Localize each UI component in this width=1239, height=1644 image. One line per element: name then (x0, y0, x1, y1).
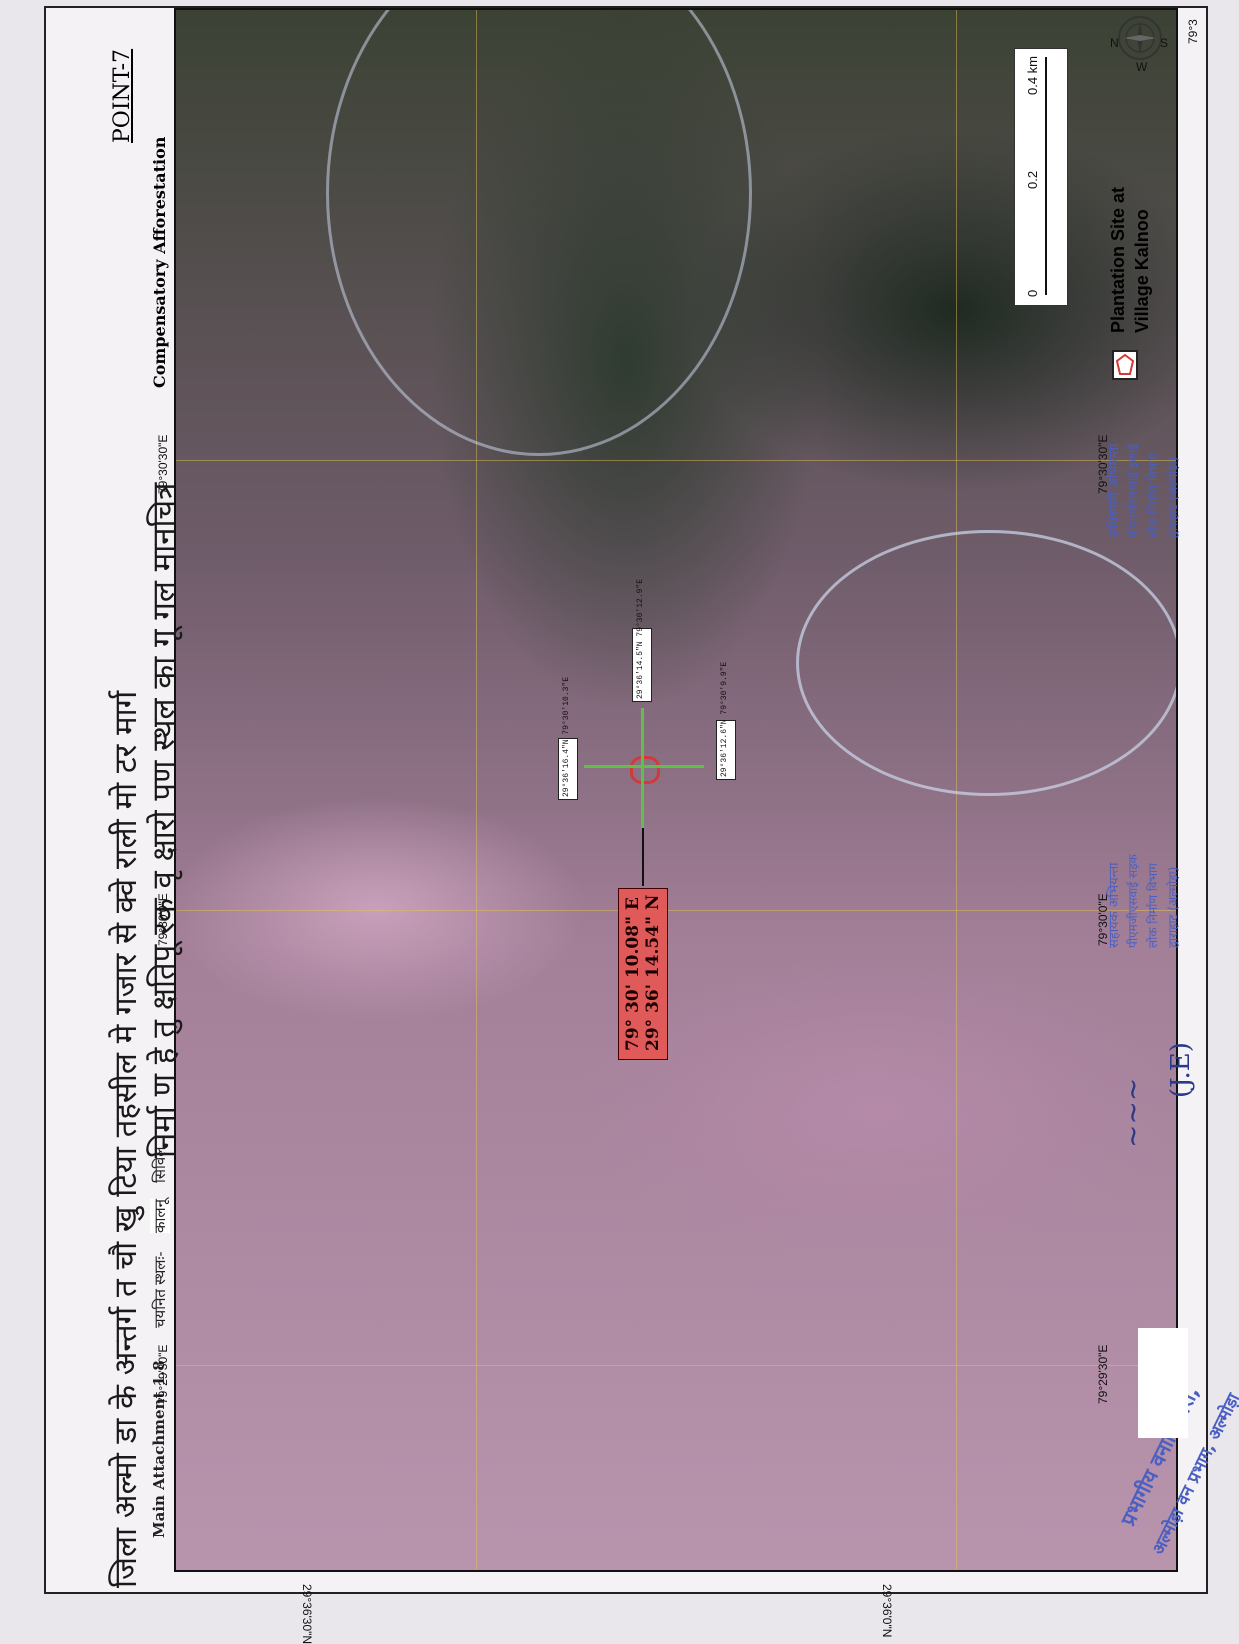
satellite-imagery (174, 8, 1178, 1572)
coordinate-label-box: 79° 30' 10.08" E 29° 36' 14.54" N (618, 888, 668, 1060)
coordinate-lat: 29° 36' 14.54" N (643, 894, 663, 1051)
map-sheet: जिला अल्मो डा के अन्तर्ग त चौ खु टिया तह… (44, 6, 1239, 1644)
lon-tick-top-1: 79°29'30"E (156, 1344, 170, 1404)
gridline-lon-30-0 (176, 910, 1176, 911)
ae-stamp-line-4: द्वाराहाट (अल्मोड़ा) (1166, 866, 1180, 948)
river-upper (326, 10, 752, 456)
ee-stamp-line-3: लोक निर्माण विभाग (1146, 453, 1160, 538)
gridline-lat-36-30 (476, 10, 477, 1570)
scale-line (1045, 57, 1047, 295)
compass-n: N (1110, 36, 1119, 50)
site-marker (630, 756, 660, 784)
compass-s: S (1160, 36, 1169, 50)
lat-tick-1: 29°36'30"N (300, 1584, 314, 1644)
legend-marker (1112, 350, 1138, 380)
ae-stamp-line-2: पीएमजीएसवाई सड़क (1126, 854, 1140, 948)
pin-label-east: 29°36'14.5"N 79°30'12.9"E (632, 579, 652, 702)
ee-stamp-line-2: पीएमजीएसवाई इकाई (1126, 443, 1140, 538)
lon-tick-top-3: 79°30'30"E (156, 434, 170, 494)
ee-stamp-line-4: द्वाराहाट (अल्मोड़ा) (1166, 456, 1180, 538)
pin-label-south: 29°36'12.6"N 79°30'9.9"E (716, 662, 736, 780)
ae-stamp-line-3: लोक निर्माण विभाग (1146, 863, 1160, 948)
scale-tick-04: 0.4 km (1025, 55, 1040, 95)
pin-label-north: 29°36'16.4"N 79°30'10.3"E (558, 677, 578, 800)
ee-stamp-line-1: अधिशासी अभियन्ता (1107, 443, 1122, 538)
ae-stamp-line-1: सहायक अभियन्ता (1107, 862, 1122, 948)
river-lower (796, 530, 1176, 796)
legend-line-1: Plantation Site at (1108, 186, 1128, 333)
compass-w: W (1136, 60, 1148, 74)
site-prefix: चयनित स्थलः- (152, 1251, 169, 1328)
gridline-lon-29-30 (176, 1365, 1176, 1366)
cross-line-v (641, 708, 644, 828)
title-line-2: निर्मा ण हे तु क्षतिपू रक वृ क्षारो पण स… (146, 482, 182, 1158)
je-signature: ~~~ (1116, 1077, 1149, 1148)
scale-tick-02: 0.2 (1025, 170, 1040, 189)
cross-line-h (584, 765, 704, 768)
lon-tick-top-2: 79°30'0"E (156, 893, 170, 946)
site-suffix: सिविल (152, 1146, 169, 1183)
point-label: POINT-7 (110, 48, 135, 143)
scale-tick-0: 0 (1025, 289, 1040, 297)
coordinate-lon: 79° 30' 10.08" E (623, 897, 643, 1051)
scale-bar: 0 0.2 0.4 km (1014, 48, 1068, 306)
legend-line-2: Village Kalnoo (1132, 209, 1152, 333)
title-line-1: जिला अल्मो डा के अन्तर्ग त चौ खु टिया तह… (108, 690, 144, 1588)
je-label: (J.E) (1166, 1042, 1196, 1098)
subtitle-en: Compensatory Afforestation (150, 136, 169, 388)
gridline-lon-30-30 (176, 460, 1176, 461)
lon-tick-bottom-4: 79°3 (1186, 19, 1200, 44)
lat-tick-2: 29°36'0"N (880, 1584, 894, 1638)
compass-icon (1118, 16, 1162, 60)
redaction-box (1138, 1328, 1188, 1438)
site-name: कालनू (150, 1199, 170, 1233)
lon-tick-bottom-1: 79°29'30"E (1096, 1344, 1110, 1404)
